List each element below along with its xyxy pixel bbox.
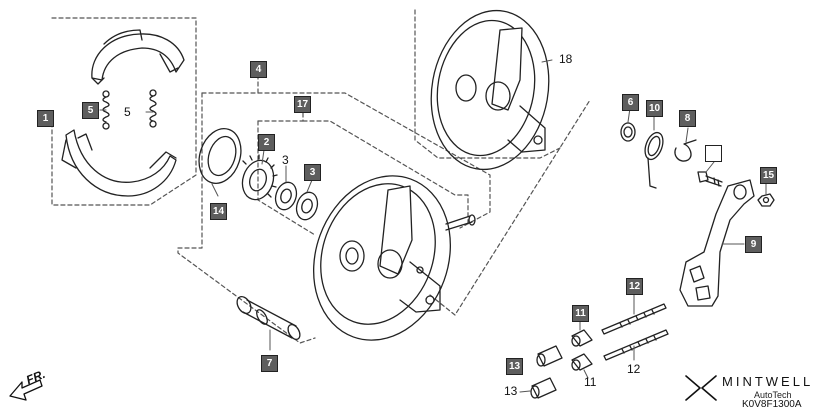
callout-pin-bottom: 11 <box>584 375 597 389</box>
callout-set: 17 <box>294 96 311 113</box>
indicator-gear <box>241 149 278 201</box>
callout-spring-b: 5 <box>124 105 131 119</box>
callout-seal: 14 <box>210 203 227 220</box>
brand-logo-mark <box>685 375 717 401</box>
brand-subtitle: AutoTech <box>754 390 792 400</box>
callout-rod-bottom: 12 <box>627 362 641 376</box>
o-ring <box>620 122 636 142</box>
arm-bolt <box>697 161 723 187</box>
callout-panel-assy: 4 <box>250 61 267 78</box>
brake-shoe-upper <box>91 29 185 85</box>
arm-nut <box>757 193 775 207</box>
brake-rod-lower <box>603 329 669 361</box>
spring-clip <box>674 127 697 162</box>
callout-shoe: 1 <box>37 110 54 127</box>
callout-bolt <box>705 145 722 162</box>
brake-cam <box>236 295 301 351</box>
washer-pair <box>274 181 319 221</box>
callout-return-spring: 10 <box>646 100 663 117</box>
brake-panel-main <box>312 175 476 341</box>
brand-name: MINTWELL <box>722 374 814 389</box>
callout-washer-3: 3 <box>282 153 289 167</box>
rod-joint-lower <box>519 377 557 399</box>
spring-coil-b <box>149 89 157 128</box>
callout-pin-top: 11 <box>572 305 589 322</box>
diagram-code: K0V8F1300A <box>742 399 802 410</box>
brake-shoe-group-box <box>44 17 197 206</box>
panel-18-group-box <box>414 9 591 316</box>
callout-clip: 8 <box>679 110 696 127</box>
callout-rod-top: 12 <box>626 278 643 295</box>
callout-joint-bottom: 13 <box>504 384 518 398</box>
callout-spring-a: 5 <box>82 102 99 119</box>
brake-arm <box>679 179 755 307</box>
callout-panel: 18 <box>559 52 573 66</box>
rod-pin-lower <box>571 353 593 379</box>
rod-pin-upper <box>571 317 593 347</box>
callout-washer-3b: 3 <box>304 164 321 181</box>
callout-arm: 9 <box>745 236 762 253</box>
dust-seal <box>198 128 242 197</box>
callout-nut: 15 <box>760 167 777 184</box>
callout-cam: 7 <box>261 355 278 372</box>
front-direction-arrow <box>9 379 43 401</box>
callout-ring: 6 <box>622 94 639 111</box>
callout-joint-top: 13 <box>506 358 523 375</box>
brake-shoe-lower <box>61 129 177 197</box>
return-spring-coil <box>644 115 664 189</box>
callout-gear: 2 <box>258 134 275 151</box>
brake-rod-upper <box>601 293 667 335</box>
rod-joint-upper <box>536 345 563 367</box>
brake-panel-18 <box>430 9 553 171</box>
